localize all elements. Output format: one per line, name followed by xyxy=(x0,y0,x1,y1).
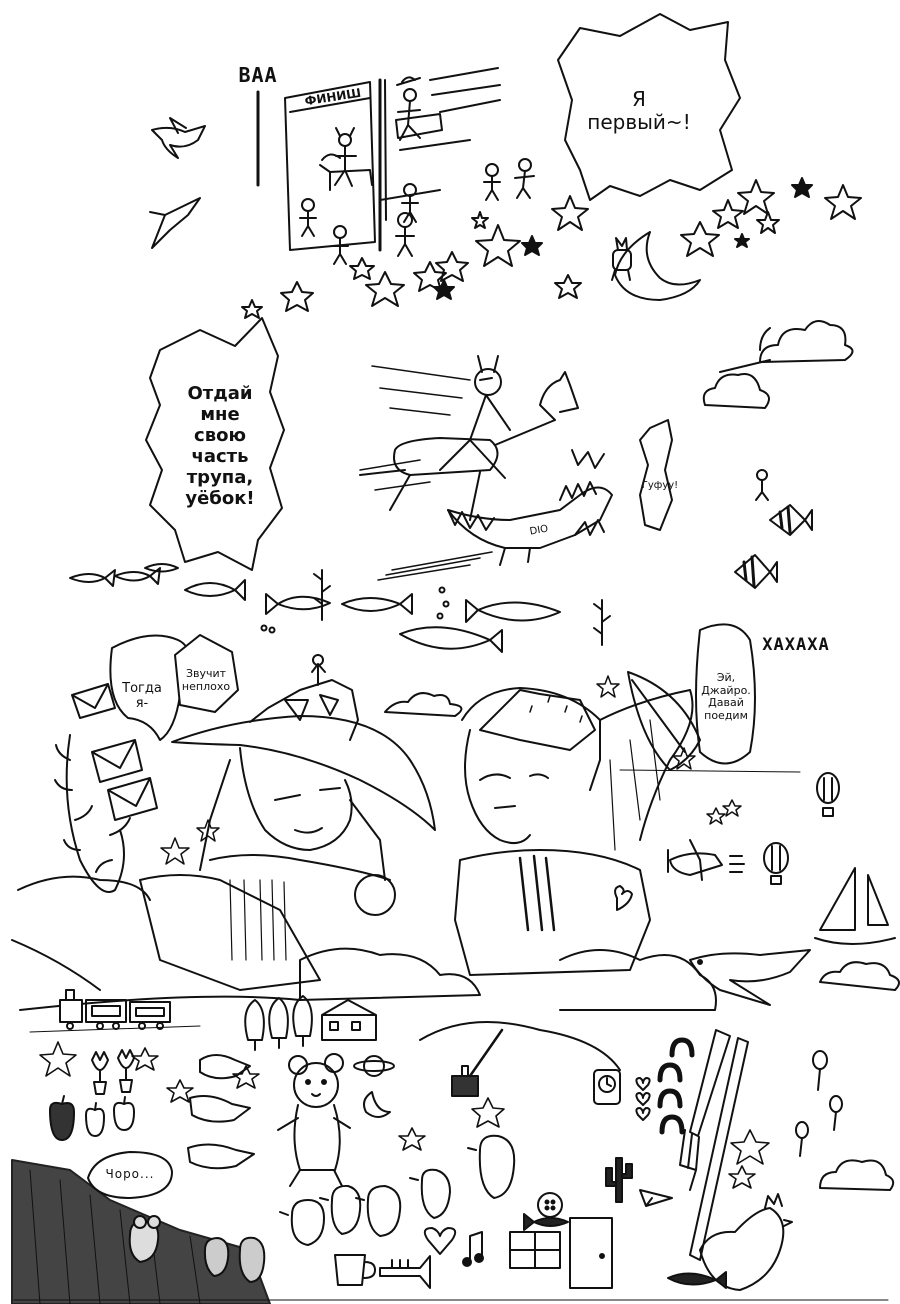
sailboat-icon xyxy=(814,867,896,945)
cloud-icon xyxy=(819,961,900,991)
moon-icon xyxy=(614,231,701,301)
cloud-icon xyxy=(719,320,854,373)
middle-speed-lines xyxy=(359,365,493,581)
apple-icon xyxy=(49,1095,135,1141)
speech-bubble-sounds-good xyxy=(174,634,239,713)
paper-plane-icon xyxy=(639,1189,673,1207)
vine-icon xyxy=(54,734,131,893)
tulip-pot-icon xyxy=(91,1049,135,1095)
gyro-character xyxy=(139,654,436,991)
fish-icon xyxy=(465,599,561,623)
feather-icon xyxy=(627,671,701,771)
bubble-text-choro: Чоро... xyxy=(105,1167,155,1181)
sfx-baa: ВАА xyxy=(238,63,278,87)
trees-icon xyxy=(244,995,313,1051)
bunny-icon xyxy=(611,237,632,281)
shaded-corner-scene xyxy=(11,1159,271,1304)
bubble-text-sounds-good: Звучит неплохо xyxy=(181,667,231,693)
fish-icon xyxy=(667,1271,727,1289)
rug-icon xyxy=(509,1231,561,1269)
angelfish-icon xyxy=(734,554,778,589)
stick-rider-horse-1 xyxy=(319,127,373,191)
stick-rider-main xyxy=(359,355,579,521)
fish-icon xyxy=(184,579,246,601)
cloud-icon xyxy=(819,1159,895,1191)
hot-air-balloon-icon xyxy=(763,842,789,885)
bird-icon xyxy=(151,117,206,159)
hot-air-balloon-icon xyxy=(816,772,840,817)
finish-sign xyxy=(284,78,387,252)
bubble-dots xyxy=(260,586,450,634)
black-star-icons xyxy=(433,177,813,300)
train-icon xyxy=(29,989,201,1033)
fish-icon xyxy=(265,593,331,615)
teddy-bear-icon xyxy=(277,1053,351,1187)
clock-icon xyxy=(593,1069,621,1105)
fish-icon xyxy=(523,1213,569,1231)
chick-icon xyxy=(279,1134,516,1246)
doodle-stars-bottom xyxy=(39,1041,770,1189)
speech-bubble-choro xyxy=(87,1151,173,1199)
crescent-icon xyxy=(363,1091,391,1118)
cloud-icon xyxy=(384,692,463,717)
seaweed-icon xyxy=(313,569,611,646)
speech-bubble-then-i xyxy=(109,634,191,741)
tiny-stick-figure xyxy=(755,469,769,501)
envelope-icon xyxy=(107,777,158,821)
fish-icon xyxy=(341,593,413,615)
sign-speed-lines xyxy=(379,67,501,201)
star-cluster xyxy=(241,179,862,319)
bird-icon xyxy=(149,197,201,249)
planet-icon xyxy=(353,1055,395,1077)
balloon-icon xyxy=(795,1050,843,1157)
heart-stack-icon xyxy=(635,1077,651,1121)
trumpet-icon xyxy=(379,1255,431,1289)
bubble-text-give-me: Отдай мне свою часть трупа, уёбок! xyxy=(185,383,255,509)
bubble-text-gufuu: Гуфуу! xyxy=(641,480,679,491)
music-note-icon xyxy=(462,1231,484,1267)
cactus-icon xyxy=(605,1157,633,1203)
holly-leaf-icon xyxy=(187,1054,255,1170)
knife-icon xyxy=(689,1037,749,1261)
angelfish-icon xyxy=(769,504,813,536)
speech-bubble-first xyxy=(557,13,741,201)
house-icon xyxy=(321,999,377,1041)
airplane-icon xyxy=(667,839,745,881)
bubble-text-first: Я первый~! xyxy=(587,87,691,134)
page-edge-lines xyxy=(13,769,889,1301)
horseshoe-icon xyxy=(657,1037,695,1135)
fish-school xyxy=(69,563,179,587)
stick-crowd xyxy=(299,158,535,265)
dino-doodle xyxy=(447,449,613,566)
johnny-character xyxy=(454,687,694,976)
bird-icon xyxy=(689,949,811,1006)
cloud-icon xyxy=(702,373,770,409)
fish-icon xyxy=(399,626,503,653)
speech-bubble-hey-gyro xyxy=(695,623,756,765)
bubble-text-then-i: Тогда я- xyxy=(122,681,162,711)
ink-bottle-icon xyxy=(451,1028,504,1097)
sfx-hahaha: ХАХАХА xyxy=(762,635,830,655)
mug-icon xyxy=(334,1254,376,1286)
bubble-text-hey-gyro: Эй, Джайро. Давай поедим xyxy=(701,671,751,722)
speech-bubble-give-me xyxy=(145,317,285,571)
envelope-icon xyxy=(91,739,143,783)
speech-bubble-gufuu xyxy=(639,419,673,531)
heart-icon xyxy=(423,1227,457,1255)
fork-icon xyxy=(679,1029,731,1191)
small-stars xyxy=(160,675,742,865)
stick-rider-horse-2 xyxy=(395,76,443,141)
button-icon xyxy=(537,1192,563,1218)
envelope-icon xyxy=(71,683,116,719)
hen-icon xyxy=(699,1193,793,1291)
door-icon xyxy=(569,1217,613,1289)
